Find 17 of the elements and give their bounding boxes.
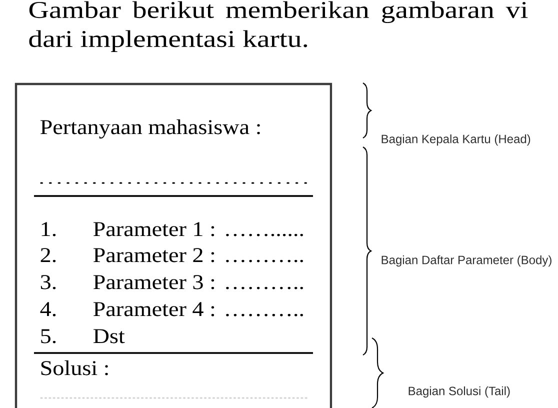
- question-label: Pertanyaan mahasiswa :: [40, 119, 260, 139]
- intro-text: Gambar berikut memberikan gambaran vi dari implementasi kartu.: [29, 1, 528, 52]
- parameter-text: Parameter 1 : ……......: [93, 222, 303, 236]
- list-number: 5.: [41, 329, 56, 344]
- list-number: 4.: [40, 302, 56, 316]
- list-number: 1.: [42, 222, 56, 236]
- parameter-text: Parameter 2 : ………..: [93, 248, 303, 262]
- card: [14, 82, 332, 408]
- section-label: Bagian Daftar Parameter (Body): [382, 255, 552, 267]
- parameter-text: Parameter 4 : ………..: [93, 302, 303, 316]
- list-number: 3.: [40, 275, 56, 290]
- parameter-text: Parameter 3 : ………..: [93, 275, 303, 290]
- list-item-text: Dst: [93, 329, 125, 344]
- list-number: 2.: [40, 248, 56, 262]
- section-label: Bagian Solusi (Tail): [408, 386, 510, 398]
- section-label: Bagian Kepala Kartu (Head): [382, 134, 530, 146]
- solution-label: Solusi :: [41, 360, 108, 376]
